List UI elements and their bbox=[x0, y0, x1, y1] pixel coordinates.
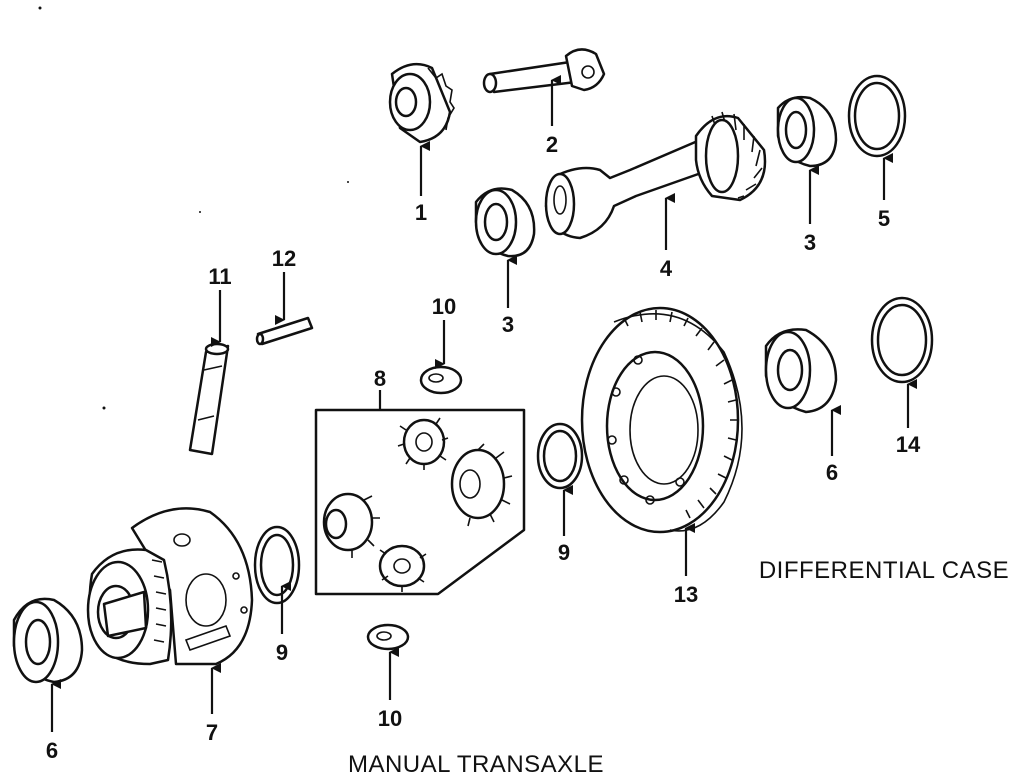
callout-9-right: 9 bbox=[558, 540, 570, 565]
callout-5: 5 bbox=[878, 206, 890, 231]
side-gear-2-icon bbox=[450, 443, 513, 527]
callout-9-left: 9 bbox=[276, 640, 288, 665]
callout-4: 4 bbox=[660, 256, 673, 281]
ring-gear-icon[interactable] bbox=[580, 306, 743, 534]
callout-3-left: 3 bbox=[502, 312, 514, 337]
pinion-gear-2-icon bbox=[378, 544, 427, 592]
lock-pin-icon[interactable] bbox=[255, 316, 314, 346]
pinion-bearing-left-icon[interactable] bbox=[474, 187, 536, 258]
callout-14: 14 bbox=[896, 432, 921, 457]
pinion-shaft-icon[interactable] bbox=[188, 342, 230, 456]
callout-10-bottom: 10 bbox=[378, 706, 402, 731]
callout-10-top: 10 bbox=[432, 294, 456, 319]
callout-6-left: 6 bbox=[46, 738, 58, 763]
drive-pinion-shaft-icon[interactable] bbox=[544, 111, 767, 240]
differential-case-icon[interactable] bbox=[86, 507, 254, 666]
shim-ring-icon[interactable] bbox=[847, 74, 907, 158]
side-bearing-left-icon[interactable] bbox=[12, 597, 84, 684]
drive-shaft-icon[interactable] bbox=[482, 48, 606, 94]
callout-11: 11 bbox=[208, 264, 231, 289]
caption-manual-transaxle: MANUAL TRANSAXLE bbox=[348, 751, 604, 778]
pinion-gear-icon bbox=[322, 492, 380, 558]
callout-labels: 1 2 3 3 4 5 6 6 7 8 9 9 10 10 11 12 13 1… bbox=[46, 132, 921, 763]
thrust-washer-right-icon[interactable] bbox=[536, 422, 584, 490]
callout-7: 7 bbox=[206, 720, 218, 745]
gear-kit-box[interactable] bbox=[314, 408, 526, 596]
side-gear-icon bbox=[397, 417, 449, 470]
adjust-shim-icon[interactable] bbox=[870, 296, 934, 384]
callout-8: 8 bbox=[374, 366, 386, 391]
pinion-bearing-right-icon[interactable] bbox=[776, 95, 838, 168]
callout-12: 12 bbox=[272, 246, 296, 271]
pinion-washer-bottom-icon[interactable] bbox=[366, 623, 410, 651]
side-bearing-right-icon[interactable] bbox=[764, 328, 838, 414]
scan-specks bbox=[38, 6, 349, 410]
callout-2: 2 bbox=[546, 132, 558, 157]
pinion-washer-top-icon[interactable] bbox=[419, 365, 463, 395]
callout-1: 1 bbox=[415, 200, 427, 225]
callout-3-right: 3 bbox=[804, 230, 816, 255]
callout-13: 13 bbox=[674, 582, 698, 607]
speedometer-gear-icon[interactable] bbox=[388, 62, 455, 144]
leader-lines bbox=[50, 75, 917, 732]
caption-differential-case: DIFFERENTIAL CASE bbox=[759, 557, 1009, 584]
thrust-washer-left-icon[interactable] bbox=[253, 525, 301, 605]
callout-6-right: 6 bbox=[826, 460, 838, 485]
